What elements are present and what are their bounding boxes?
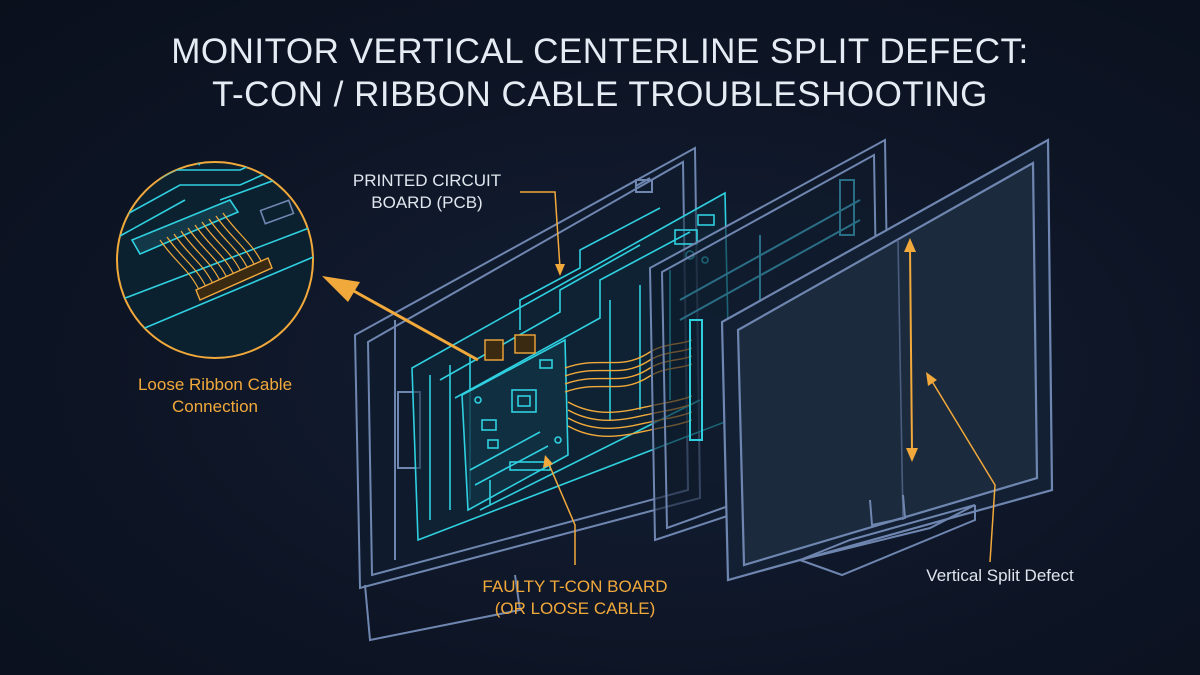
pcb-leader-line [520,191,561,269]
monitor-stand [799,494,976,577]
vertical-split-arrow [904,238,918,462]
ribbon-callout-arrow [322,276,479,362]
tcon-label: FAULTY T-CON BOARD (OR LOOSE CABLE) [460,576,690,620]
tcon-label-line-1: FAULTY T-CON BOARD [482,577,668,596]
pcb-label-line-2: BOARD (PCB) [371,193,483,212]
magnifier-callout [116,161,314,359]
ribbon-label-line-1: Loose Ribbon Cable [137,375,293,394]
leader-lines [520,191,996,565]
tcon-board [461,338,569,512]
tcon-label-line-2: (OR LOOSE CABLE) [494,599,656,618]
title-line-2: T-CON / RIBBON CABLE TROUBLESHOOTING [212,75,988,114]
split-leader-line [929,377,996,563]
tcon-leader-line [547,461,576,565]
front-screen [720,138,1054,582]
ribbon-label-line-2: Connection [171,397,258,416]
title-line-1: MONITOR VERTICAL CENTERLINE SPLIT DEFECT… [171,32,1029,71]
pcb-label-line-1: PRINTED CIRCUIT [352,171,502,190]
split-label: Vertical Split Defect [900,565,1100,587]
pcb-label: PRINTED CIRCUIT BOARD (PCB) [337,170,517,214]
page-title: MONITOR VERTICAL CENTERLINE SPLIT DEFECT… [0,30,1200,116]
split-label-text: Vertical Split Defect [926,566,1074,585]
ribbon-label: Loose Ribbon Cable Connection [100,374,330,418]
